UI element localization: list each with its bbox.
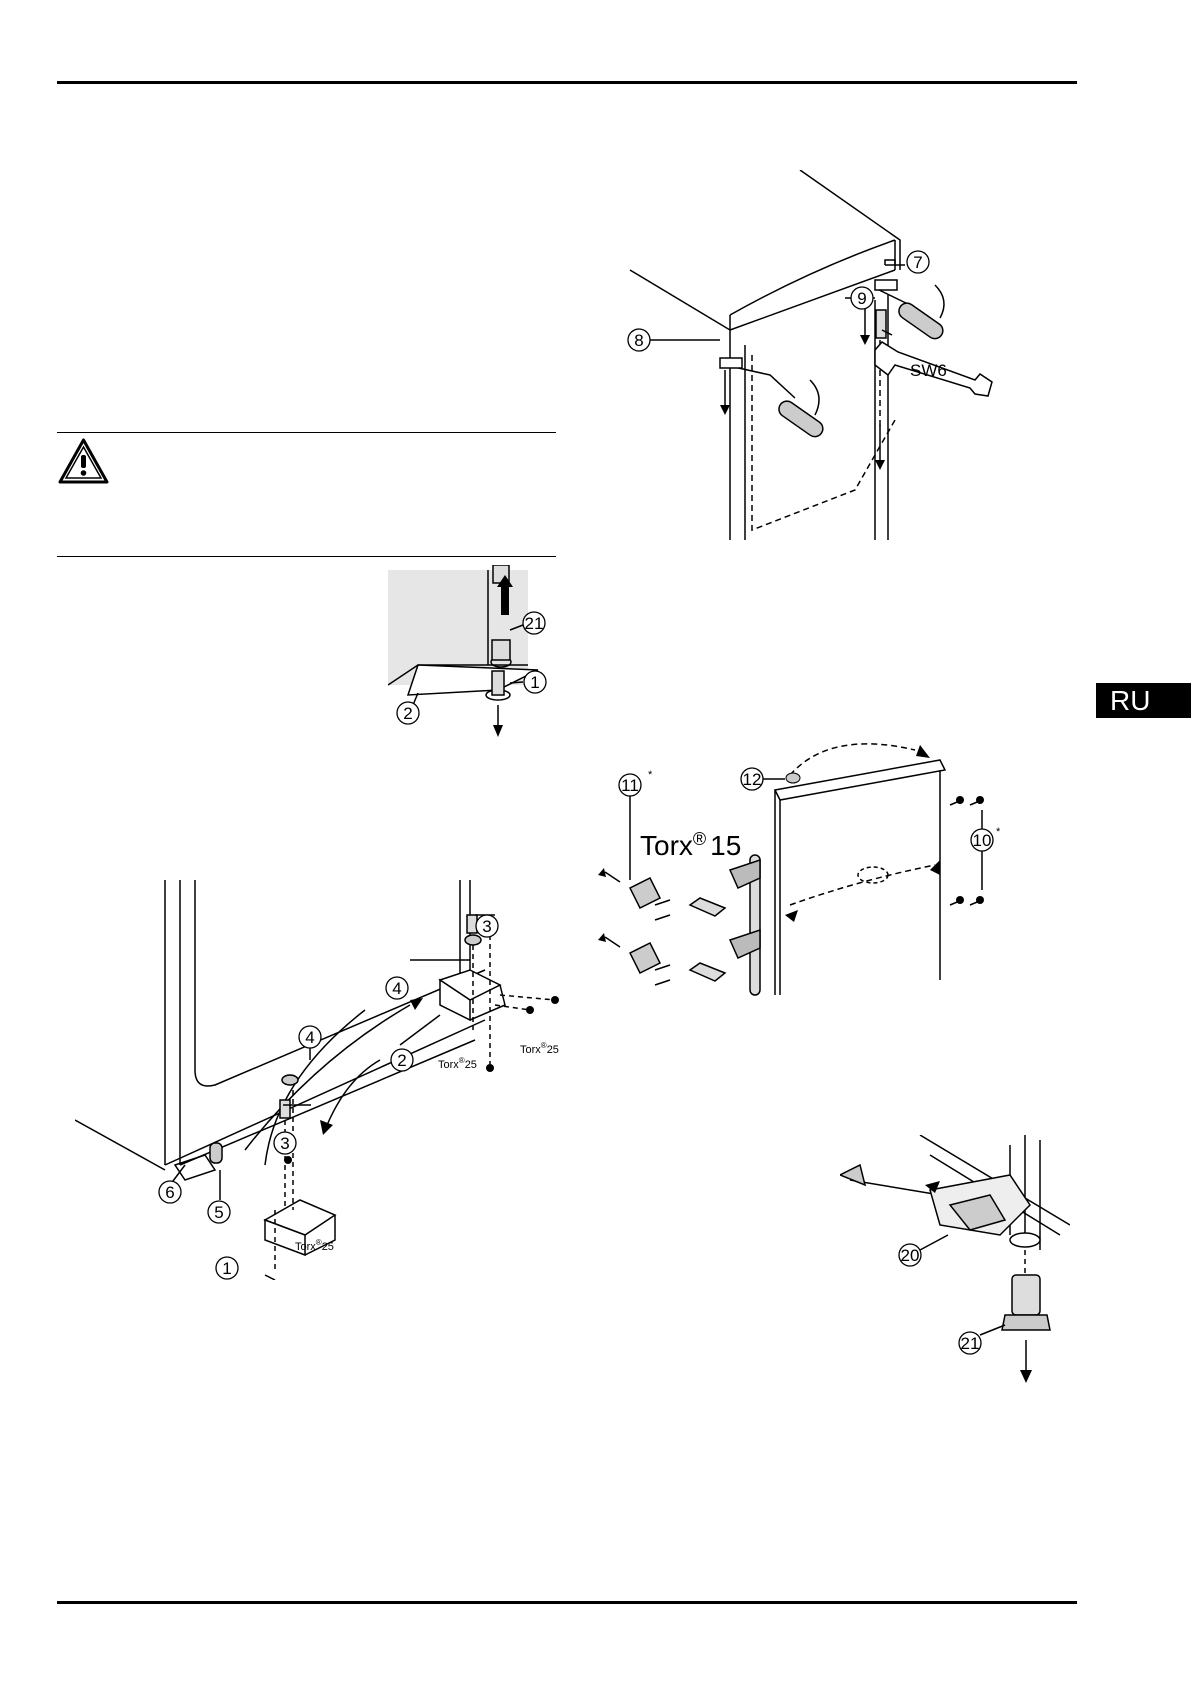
callout-5: 5 xyxy=(214,1203,223,1222)
torx-15-label: Torx®15 xyxy=(640,829,741,861)
callout-1: 1 xyxy=(222,1259,231,1278)
torx-25-label-bottom: Torx®25 xyxy=(295,1238,334,1253)
callout-2: 2 xyxy=(403,704,412,723)
header-rule xyxy=(57,81,1077,84)
warning-bottom-rule xyxy=(57,556,556,557)
figure-bottom-pin: 21 2 1 xyxy=(388,565,558,745)
footer-rule xyxy=(57,1601,1077,1604)
callout-1: 1 xyxy=(530,673,539,692)
figure-door-stop: 20 21 xyxy=(840,1135,1070,1400)
torx-25-label-mid: Torx®25 xyxy=(438,1056,477,1071)
callout-10-star: * xyxy=(996,826,1001,838)
callout-21: 21 xyxy=(525,614,544,633)
callout-4-top: 4 xyxy=(392,979,401,998)
torx-25-label-right: Torx®25 xyxy=(520,1041,559,1056)
callout-20: 20 xyxy=(901,1246,920,1265)
figure-bottom-hinge: 3 4 2 4 3 6 5 1 Torx®25 Torx®25 Torx®25 xyxy=(75,880,565,1280)
callout-12: 12 xyxy=(743,770,762,789)
callout-8: 8 xyxy=(634,331,643,350)
callout-21: 21 xyxy=(961,1334,980,1353)
warning-icon xyxy=(57,437,110,485)
callout-3-bottom: 3 xyxy=(280,1134,289,1153)
callout-3-top: 3 xyxy=(482,917,491,936)
callout-6: 6 xyxy=(165,1183,174,1202)
warning-top-rule xyxy=(57,432,556,433)
figure-handle: 12 11 * 10 * Torx®15 xyxy=(590,730,1010,1000)
callout-7: 7 xyxy=(913,253,922,272)
wrench-size-label: SW6 xyxy=(910,361,947,380)
callout-2: 2 xyxy=(397,1051,406,1070)
callout-4-bottom: 4 xyxy=(305,1028,314,1047)
callout-9: 9 xyxy=(857,289,866,308)
callout-10: 10 xyxy=(973,831,992,850)
figure-top-hinge: 8 7 9 SW6 xyxy=(620,170,1000,540)
callout-11-star: * xyxy=(648,769,653,781)
language-tab: RU xyxy=(1096,683,1191,718)
callout-11: 11 xyxy=(621,776,639,795)
